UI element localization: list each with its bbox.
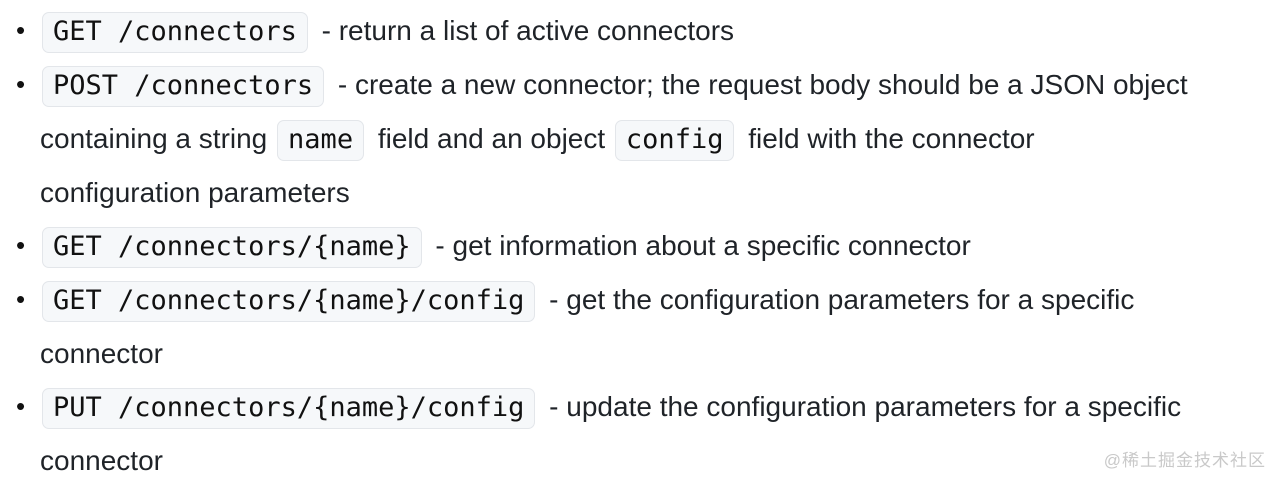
code-chip: POST /connectors bbox=[42, 66, 325, 107]
text-segment: - update the configuration parameters fo… bbox=[541, 391, 1182, 422]
code-chip: GET /connectors bbox=[42, 12, 308, 53]
code-chip: GET /connectors/{name} bbox=[42, 227, 422, 268]
bullet-icon: • bbox=[16, 15, 26, 45]
list-item: • PUT /connectors/{name}/config - update … bbox=[16, 380, 1264, 487]
list-item: • GET /connectors - return a list of acti… bbox=[16, 4, 1264, 58]
code-chip: name bbox=[277, 120, 365, 161]
bullet-icon: • bbox=[16, 284, 26, 314]
list-item: • POST /connectors - create a new connect… bbox=[16, 58, 1264, 219]
text-segment: connector bbox=[40, 445, 163, 476]
text-segment: configuration parameters bbox=[40, 177, 350, 208]
text-segment: - get the configuration parameters for a… bbox=[541, 284, 1135, 315]
text-segment: connector bbox=[40, 338, 163, 369]
watermark: @稀土掘金技术社区 bbox=[1103, 451, 1266, 470]
bullet-icon: • bbox=[16, 230, 26, 260]
text-segment: - return a list of active connectors bbox=[313, 15, 735, 46]
code-chip: PUT /connectors/{name}/config bbox=[42, 388, 536, 429]
code-chip: config bbox=[614, 120, 735, 161]
code-chip: GET /connectors/{name}/config bbox=[42, 281, 536, 322]
text-segment: containing a string bbox=[40, 123, 276, 154]
bullet-icon: • bbox=[16, 391, 26, 421]
text-segment: field with the connector bbox=[740, 123, 1035, 154]
list-item: • GET /connectors/{name}/config - get the… bbox=[16, 273, 1264, 380]
text-segment: - create a new connector; the request bo… bbox=[330, 69, 1188, 100]
text-segment: field and an object bbox=[370, 123, 613, 154]
text-segment: - get information about a specific conne… bbox=[427, 230, 971, 261]
list-item: • GET /connectors/{name} - get informatio… bbox=[16, 219, 1264, 273]
bullet-icon: • bbox=[16, 69, 26, 99]
